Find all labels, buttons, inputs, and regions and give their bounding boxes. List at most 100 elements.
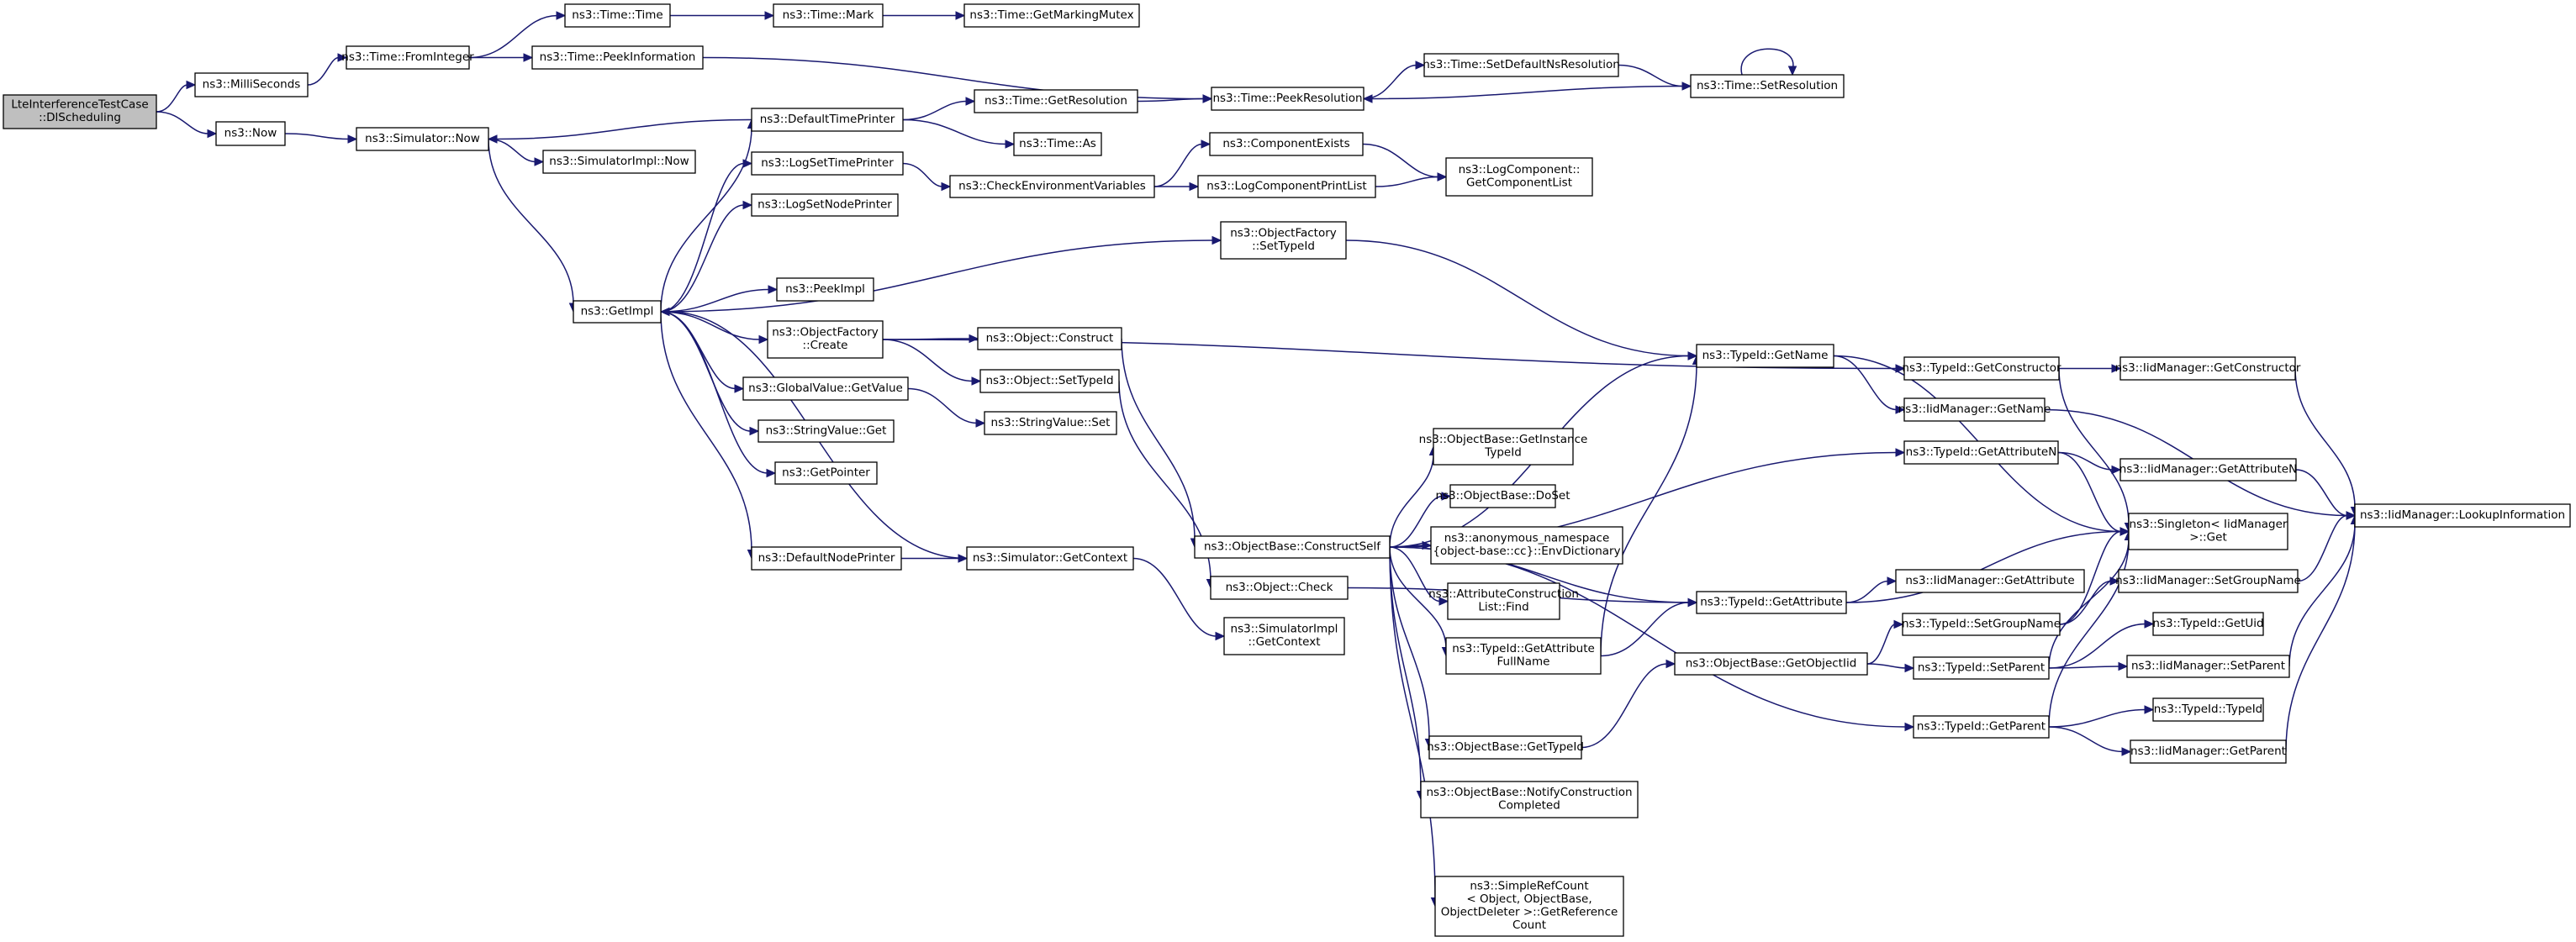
- edge-fromint-to-timetime: [468, 11, 567, 59]
- node-svget[interactable]: ns3::StringValue::Get: [757, 419, 895, 443]
- node-label: ns3::ObjectBase::GetObjectIid: [1686, 656, 1857, 670]
- node-label: ::Create: [803, 339, 848, 352]
- node-setdefns[interactable]: ns3::Time::SetDefaultNsResolution: [1423, 53, 1620, 77]
- node-peekimpl[interactable]: ns3::PeekImpl: [776, 277, 874, 302]
- node-tidsetgroup[interactable]: ns3::TypeId::SetGroupName: [1902, 613, 2061, 636]
- node-iidsetparent[interactable]: ns3::IidManager::SetParent: [2126, 655, 2290, 678]
- node-box: [1903, 397, 2045, 422]
- node-tidgetname[interactable]: ns3::TypeId::GetName: [1696, 344, 1834, 368]
- node-peekinfo[interactable]: ns3::Time::PeekInformation: [531, 45, 704, 70]
- node-objconstruct[interactable]: ns3::Object::Construct: [977, 327, 1122, 350]
- node-box: [979, 369, 1120, 393]
- node-checkenv[interactable]: ns3::CheckEnvironmentVariables: [949, 175, 1155, 198]
- node-label: ns3::TypeId::GetConstructor: [1902, 361, 2061, 375]
- node-iidgetattrn[interactable]: ns3::IidManager::GetAttributeN: [2119, 458, 2297, 482]
- node-milli[interactable]: ns3::MilliSeconds: [194, 72, 309, 97]
- node-singleton[interactable]: ns3::Singleton< IidManager>::Get: [2128, 513, 2288, 550]
- node-iidgetparent[interactable]: ns3::IidManager::GetParent: [2130, 739, 2287, 764]
- node-box: [1223, 617, 1345, 655]
- node-tidgetattr[interactable]: ns3::TypeId::GetAttribute: [1696, 591, 1847, 614]
- node-tidgetattrn[interactable]: ns3::TypeId::GetAttributeN: [1903, 440, 2059, 465]
- node-box: [751, 108, 904, 132]
- node-label: GetComponentList: [1466, 176, 1572, 190]
- node-label: ns3::IidManager::SetParent: [2131, 659, 2285, 672]
- node-obdoset[interactable]: ns3::ObjectBase::DoSet: [1435, 484, 1570, 508]
- edge-getres-to-peekres: [1137, 94, 1213, 103]
- node-iidgetname[interactable]: ns3::IidManager::GetName: [1898, 397, 2051, 422]
- node-srcgetref[interactable]: ns3::SimpleRefCount< Object, ObjectBase,…: [1434, 876, 1624, 937]
- node-label: ns3::TypeId::GetAttribute: [1452, 642, 1595, 655]
- edge-tidsetparent-to-singleton: [2048, 530, 2134, 669]
- node-label: ns3::anonymous_namespace: [1444, 532, 1610, 545]
- node-box: [1420, 781, 1639, 818]
- node-box: [751, 151, 904, 176]
- node-iidgetctor[interactable]: ns3::IidManager::GetConstructor: [2115, 356, 2301, 381]
- node-box: [757, 419, 895, 443]
- node-mark[interactable]: ns3::Time::Mark: [773, 3, 884, 28]
- node-getres[interactable]: ns3::Time::GetResolution: [974, 89, 1138, 113]
- node-tidgetparent[interactable]: ns3::TypeId::GetParent: [1913, 715, 2050, 739]
- node-getpointer[interactable]: ns3::GetPointer: [774, 461, 878, 485]
- edge-obconstructself-to-obgetinst: [1389, 445, 1438, 548]
- node-iidgetattr[interactable]: ns3::IidManager::GetAttribute: [1895, 569, 2085, 593]
- node-getmark[interactable]: ns3::Time::GetMarkingMutex: [963, 3, 1140, 28]
- node-objcheck[interactable]: ns3::Object::Check: [1210, 576, 1349, 600]
- node-defnode[interactable]: ns3::DefaultNodePrinter: [751, 546, 902, 571]
- edge-gvgetvalue-to-svset: [907, 387, 986, 428]
- node-box: [966, 546, 1134, 571]
- node-obgettypeid[interactable]: ns3::ObjectBase::GetTypeId: [1427, 735, 1584, 760]
- edge-deftime-to-simnow: [487, 118, 752, 144]
- node-getimpl[interactable]: ns3::GetImpl: [573, 300, 662, 324]
- node-ofsettype[interactable]: ns3::ObjectFactory::SetTypeId: [1220, 221, 1347, 260]
- node-timeas[interactable]: ns3::Time::As: [1013, 132, 1102, 156]
- node-iidlookup[interactable]: ns3::IidManager::LookupInformation: [2354, 503, 2571, 528]
- node-logsettime[interactable]: ns3::LogSetTimePrinter: [751, 151, 904, 176]
- node-simnow[interactable]: ns3::Simulator::Now: [356, 127, 489, 151]
- node-label: {object-base::cc}::EnvDictionary: [1433, 545, 1620, 558]
- node-svset[interactable]: ns3::StringValue::Set: [984, 411, 1117, 435]
- node-box: [742, 376, 909, 401]
- node-tidgetuid[interactable]: ns3::TypeId::GetUid: [2152, 612, 2264, 636]
- node-now[interactable]: ns3::Now: [215, 121, 286, 146]
- node-obnotify[interactable]: ns3::ObjectBase::NotifyConstructionCompl…: [1420, 781, 1639, 818]
- node-label: ns3::PeekImpl: [785, 282, 865, 296]
- edge-tidgetattrfull-to-tidgetattr: [1600, 597, 1698, 657]
- edge-tidgetattrfull-to-tidgetname: [1600, 355, 1702, 656]
- edge-iidsetgroup-to-iidlookup: [2297, 511, 2357, 582]
- node-box: [1696, 591, 1847, 614]
- node-compexists[interactable]: ns3::ComponentExists: [1209, 132, 1364, 156]
- edge-iidgetctor-to-iidlookup: [2294, 368, 2360, 517]
- edge-deftime-to-timeas: [902, 118, 1016, 149]
- node-obgetobjtid[interactable]: ns3::ObjectBase::GetObjectIid: [1674, 652, 1868, 676]
- node-objsettype[interactable]: ns3::Object::SetTypeId: [979, 369, 1120, 393]
- node-setres[interactable]: ns3::Time::SetResolution: [1690, 74, 1845, 98]
- node-tidsetparent[interactable]: ns3::TypeId::SetParent: [1913, 656, 2050, 680]
- edge-defnode-to-simgetctx: [901, 554, 969, 563]
- edge-obgettypeid-to-obgetobjtid: [1581, 659, 1676, 749]
- edge-getimpl-to-defnode: [660, 311, 757, 560]
- node-gvgetvalue[interactable]: ns3::GlobalValue::GetValue: [742, 376, 909, 401]
- node-peekres[interactable]: ns3::Time::PeekResolution: [1211, 87, 1365, 111]
- node-iidsetgroup[interactable]: ns3::IidManager::SetGroupName: [2115, 569, 2301, 593]
- node-timetime[interactable]: ns3::Time::Time: [564, 3, 671, 28]
- node-logsetnode[interactable]: ns3::LogSetNodePrinter: [751, 193, 899, 217]
- node-simimplnow[interactable]: ns3::SimulatorImpl::Now: [542, 150, 696, 174]
- edge-obgetobjtid-to-tidsetgroup: [1866, 619, 1904, 665]
- node-logcompget[interactable]: ns3::LogComponent::GetComponentList: [1445, 157, 1593, 197]
- node-anonenv[interactable]: ns3::anonymous_namespace{object-base::cc…: [1430, 526, 1623, 565]
- node-simimplgetctx[interactable]: ns3::SimulatorImpl::GetContext: [1223, 617, 1345, 655]
- node-tidtypeid[interactable]: ns3::TypeId::TypeId: [2152, 697, 2264, 722]
- node-lte[interactable]: LteInterferenceTestCase::DlScheduling: [3, 94, 157, 129]
- node-obconstructself[interactable]: ns3::ObjectBase::ConstructSelf: [1194, 535, 1391, 559]
- node-simgetctx[interactable]: ns3::Simulator::GetContext: [966, 546, 1134, 571]
- node-logcompprint[interactable]: ns3::LogComponentPrintList: [1197, 175, 1376, 198]
- node-label: ns3::Time::Time: [572, 8, 662, 22]
- node-box: [356, 127, 489, 151]
- node-ofcreate[interactable]: ns3::ObjectFactory::Create: [767, 320, 884, 359]
- node-deftime[interactable]: ns3::DefaultTimePrinter: [751, 108, 904, 132]
- node-tidgetctor[interactable]: ns3::TypeId::GetConstructor: [1902, 356, 2061, 381]
- node-fromint[interactable]: ns3::Time::FromInteger: [341, 45, 474, 70]
